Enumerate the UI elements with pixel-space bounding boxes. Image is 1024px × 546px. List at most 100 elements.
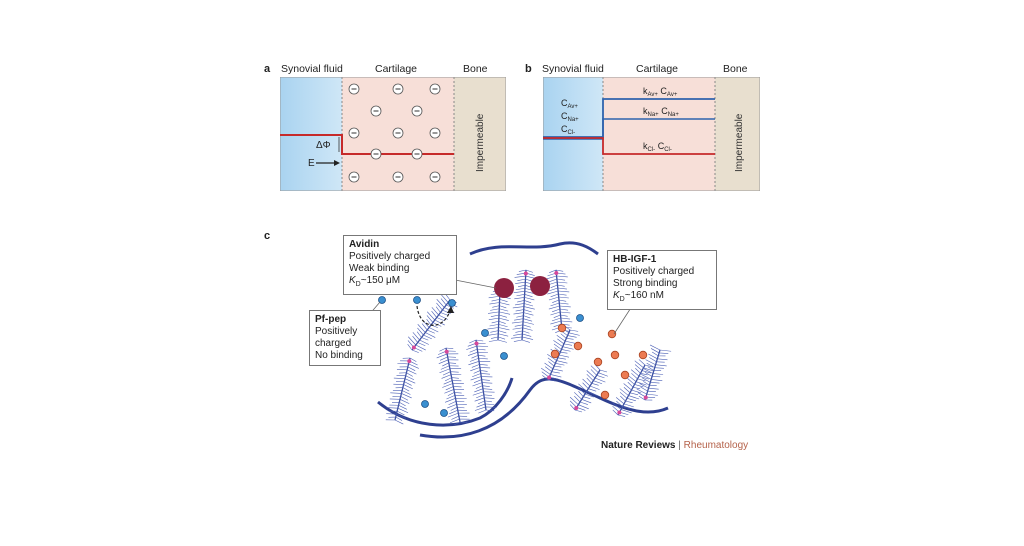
gag-chain xyxy=(574,392,582,400)
gag-chain xyxy=(654,367,664,369)
gag-chain xyxy=(578,404,589,410)
gag-chain xyxy=(628,395,640,400)
gag-chain xyxy=(488,295,500,299)
gag-chain xyxy=(645,359,656,365)
panel-b-header-bone: Bone xyxy=(723,63,748,75)
panel-b-diagram: CAv+ CNa+ CCl- kAv+ CAv+ kNa+ CNa+ kCl- … xyxy=(543,77,760,191)
link-protein xyxy=(523,271,528,276)
gag-chain xyxy=(522,333,532,337)
gag-chain xyxy=(451,415,460,420)
gag-chain xyxy=(499,308,509,312)
svg-text:CNa+: CNa+ xyxy=(561,111,579,123)
gag-chain xyxy=(442,309,451,315)
gag-chain xyxy=(457,406,465,409)
gag-chain xyxy=(445,293,451,301)
gag-chain xyxy=(444,377,452,382)
pfpep-callout: Pf-pep Positively charged No binding xyxy=(309,310,381,366)
gag-chain xyxy=(549,269,557,273)
gag-chain xyxy=(550,302,560,307)
gag-chain xyxy=(514,297,525,300)
gag-chain xyxy=(566,338,574,340)
gag-chain xyxy=(646,362,655,368)
gag-chain xyxy=(449,418,460,424)
gag-chain xyxy=(629,392,639,396)
gag-chain xyxy=(644,364,654,368)
gag-chain xyxy=(569,404,576,411)
gag-chain xyxy=(522,321,534,325)
gag-chain xyxy=(638,395,646,401)
gag-chain xyxy=(490,308,500,311)
gag-chain xyxy=(471,364,480,368)
gag-chain xyxy=(623,386,631,393)
gag-chain xyxy=(635,368,641,374)
gag-chain xyxy=(498,324,508,328)
gag-chain xyxy=(397,407,409,413)
gag-chain xyxy=(642,377,651,383)
gag-chain xyxy=(551,317,561,322)
gag-chain xyxy=(541,367,551,375)
gag-chain xyxy=(523,315,531,319)
panel-a-letter: a xyxy=(264,63,271,75)
gag-chain xyxy=(459,421,468,423)
gag-chain xyxy=(403,384,413,390)
cl-concentration-line xyxy=(543,137,715,155)
gag-chain xyxy=(441,294,449,303)
gag-chain xyxy=(498,314,507,318)
gag-chain xyxy=(511,336,523,339)
gag-chain xyxy=(421,323,428,331)
pfpep-line1: Positively xyxy=(315,326,358,337)
link-protein xyxy=(643,395,648,400)
gag-chain xyxy=(569,396,579,405)
potential-line xyxy=(280,134,454,155)
gag-chain xyxy=(639,383,649,389)
gag-chain xyxy=(590,365,599,373)
hbigf-title: HB-IGF-1 xyxy=(613,254,657,265)
gag-chain xyxy=(515,330,523,333)
gag-chain xyxy=(472,382,483,387)
svg-text:kNa+ CNa+: kNa+ CNa+ xyxy=(643,106,679,118)
gag-chain xyxy=(558,296,569,299)
gag-chain xyxy=(623,383,632,391)
gag-chain xyxy=(484,400,492,403)
link-protein xyxy=(474,341,479,346)
gag-chain xyxy=(478,354,486,357)
gag-chain xyxy=(517,278,526,281)
gag-chain xyxy=(586,391,598,396)
panel-a-diagram: ΔΦ E Impermeable xyxy=(280,77,506,191)
gag-chain xyxy=(491,320,499,324)
svg-text:kCl- CCl-: kCl- CCl- xyxy=(643,141,672,153)
gag-chain xyxy=(485,403,495,405)
gag-chain xyxy=(485,409,495,412)
gag-chain xyxy=(641,370,651,374)
gag-chain xyxy=(472,391,484,396)
gag-chain xyxy=(473,379,482,383)
gag-chain xyxy=(593,380,603,385)
gag-chain xyxy=(591,383,599,386)
pfpep-line3: No binding xyxy=(315,350,363,361)
gag-chain xyxy=(515,309,524,312)
gag-chain xyxy=(562,346,574,350)
gag-chain xyxy=(638,359,646,366)
gag-chain xyxy=(492,305,500,308)
gag-chain xyxy=(498,320,506,324)
gag-chain xyxy=(558,290,570,293)
gag-chain xyxy=(445,347,454,349)
gag-chain xyxy=(547,357,556,364)
gag-chain xyxy=(397,410,405,416)
panel-b-header-cartilage: Cartilage xyxy=(636,63,679,75)
gag-chain xyxy=(643,381,650,386)
gag-chain xyxy=(442,383,453,388)
gag-chain xyxy=(476,403,486,408)
gag-chain xyxy=(514,275,526,278)
gag-chain xyxy=(440,365,450,370)
gag-chain xyxy=(569,329,579,332)
gag-chain xyxy=(425,332,436,338)
gag-chain xyxy=(436,317,445,322)
gag-chain xyxy=(471,354,479,359)
gag-chain xyxy=(617,414,626,417)
gag-chain xyxy=(498,327,510,331)
gag-chain xyxy=(517,300,525,303)
gag-chain xyxy=(427,311,436,321)
gag-chain xyxy=(637,378,646,382)
gag-chain xyxy=(416,331,422,338)
